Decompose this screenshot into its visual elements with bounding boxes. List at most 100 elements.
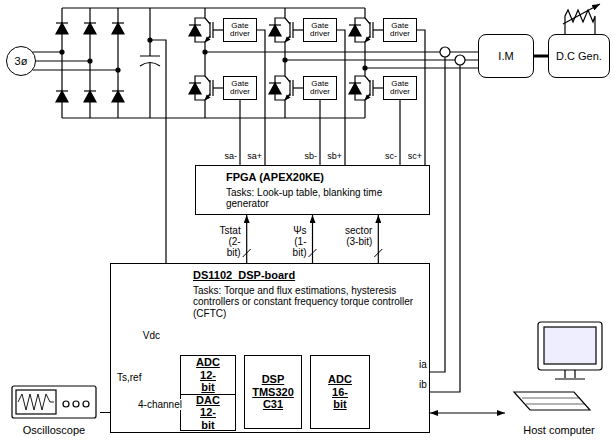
signal-name: Vdc bbox=[142, 330, 161, 341]
gate-driver: Gate driver bbox=[303, 18, 337, 42]
scope-screen bbox=[16, 390, 56, 414]
junction-dot bbox=[283, 58, 287, 62]
board-text: Tasks: Torque and flux estimations, hyst… bbox=[193, 285, 421, 320]
switch-signal: sa+ bbox=[246, 152, 263, 162]
current-sensor bbox=[440, 47, 450, 57]
diode-rectifier bbox=[56, 23, 68, 34]
driver-label: Gate driver bbox=[230, 22, 250, 39]
inverter bbox=[269, 74, 303, 102]
variable-arrow bbox=[563, 4, 600, 24]
gate-driver: Gate driver bbox=[303, 76, 337, 100]
gate-driver: Gate driver bbox=[383, 76, 417, 100]
board-text: FPGA (APEX20KE) bbox=[226, 171, 324, 184]
junction-dot bbox=[203, 50, 207, 54]
ac-source: 3ø bbox=[6, 46, 36, 76]
inverter bbox=[189, 16, 223, 44]
signal-connector bbox=[246, 215, 247, 263]
shaft-coupling bbox=[534, 55, 548, 58]
block-label: ADC 12-bit bbox=[196, 356, 220, 394]
signal-connector bbox=[319, 100, 320, 165]
diode-rectifier bbox=[56, 91, 68, 102]
switch-signal: sc- bbox=[384, 152, 398, 162]
phase-wire bbox=[205, 52, 478, 68]
driver-label: Gate driver bbox=[230, 80, 250, 97]
fpga-board: FPGA (APEX20KE) Tasks: Look-up table, bla… bbox=[195, 165, 430, 215]
inverter bbox=[189, 74, 223, 102]
signal-connector bbox=[399, 100, 400, 165]
capacitor-symbol bbox=[140, 8, 160, 118]
inverter-leg bbox=[205, 8, 365, 118]
dsp-chip: DSP TMS320 C31 bbox=[244, 355, 302, 429]
computer-drawing bbox=[514, 322, 602, 410]
signal-connector bbox=[312, 215, 313, 263]
gate-driver: Gate driver bbox=[223, 18, 257, 42]
bus-width-mark bbox=[309, 249, 317, 257]
diode-rectifier bbox=[56, 8, 124, 118]
scope-knob bbox=[63, 401, 69, 407]
ac-wire bbox=[33, 52, 118, 70]
host-computer: Host computer bbox=[505, 318, 613, 440]
signal-connector bbox=[430, 412, 505, 413]
diode-rectifier bbox=[84, 91, 96, 102]
signal-name: ia bbox=[418, 359, 428, 370]
keyboard-keys bbox=[522, 398, 585, 404]
signal-connector bbox=[337, 30, 345, 165]
block-label: DSP TMS320 C31 bbox=[252, 373, 294, 411]
signal-name: ib bbox=[418, 379, 428, 390]
monitor bbox=[538, 322, 602, 370]
inverter bbox=[349, 16, 383, 44]
signal-name: Ts,ref bbox=[116, 372, 142, 383]
diode-rectifier bbox=[112, 91, 124, 102]
block-label: DAC 12-bit bbox=[196, 394, 220, 432]
adc-block: ADC 16-bit bbox=[310, 355, 370, 429]
signal-label: 4-channel bbox=[137, 399, 183, 410]
driver-label: Gate driver bbox=[390, 80, 410, 97]
signal-connector bbox=[417, 30, 425, 165]
source-label: 3ø bbox=[15, 55, 28, 68]
dc-generator: D.C Gen. bbox=[548, 34, 610, 78]
monitor-stand bbox=[555, 370, 585, 379]
diode-rectifier bbox=[112, 23, 124, 34]
board-text: DS1102_DSP-board bbox=[193, 269, 295, 282]
signal-connector bbox=[257, 30, 265, 165]
switch-signal: sb+ bbox=[326, 152, 343, 162]
oscilloscope: Oscilloscope bbox=[8, 384, 100, 440]
driver-label: Gate driver bbox=[390, 22, 410, 39]
source-wires bbox=[33, 50, 120, 72]
load-resistor bbox=[563, 4, 600, 34]
inverter bbox=[269, 16, 303, 44]
capacitor-plate bbox=[140, 63, 160, 67]
device-label: Oscilloscope bbox=[23, 424, 85, 437]
bus-width-mark bbox=[374, 249, 382, 257]
monitor-screen bbox=[544, 327, 596, 364]
signal-label: sector (3-bit) bbox=[344, 225, 373, 247]
resistor-symbol bbox=[565, 10, 595, 34]
machine-label: I.M bbox=[498, 50, 513, 63]
scope-knob bbox=[73, 401, 79, 407]
board-text: Tasks: Look-up table, blanking time gene… bbox=[226, 187, 421, 210]
machine-label: D.C Gen. bbox=[556, 50, 602, 63]
signal-connector bbox=[239, 100, 240, 165]
signal-connector bbox=[378, 215, 379, 263]
gate-driver: Gate driver bbox=[223, 76, 257, 100]
bus-width-mark bbox=[243, 249, 251, 257]
scope-knob bbox=[83, 401, 89, 407]
switch-signal: sc+ bbox=[407, 152, 423, 162]
rectifier-leg bbox=[62, 8, 118, 118]
signal-label: Ψs (1-bit) bbox=[292, 225, 308, 258]
oscilloscope-drawing bbox=[12, 386, 96, 418]
gate-driver: Gate driver bbox=[383, 18, 417, 42]
inverter bbox=[349, 74, 383, 102]
switch-signal: sb- bbox=[303, 152, 318, 162]
switch-signal: sa- bbox=[223, 152, 238, 162]
driver-label: Gate driver bbox=[310, 22, 330, 39]
scope-wave bbox=[18, 394, 54, 410]
block-label: ADC 16-bit bbox=[328, 373, 352, 411]
scope-case bbox=[12, 386, 96, 418]
current-sensor bbox=[455, 55, 465, 65]
keyboard bbox=[514, 392, 590, 410]
diode-rectifier bbox=[84, 23, 96, 34]
dac-block: DAC 12-bit bbox=[180, 394, 236, 431]
induction-motor: I.M bbox=[478, 34, 534, 78]
driver-label: Gate driver bbox=[310, 80, 330, 97]
